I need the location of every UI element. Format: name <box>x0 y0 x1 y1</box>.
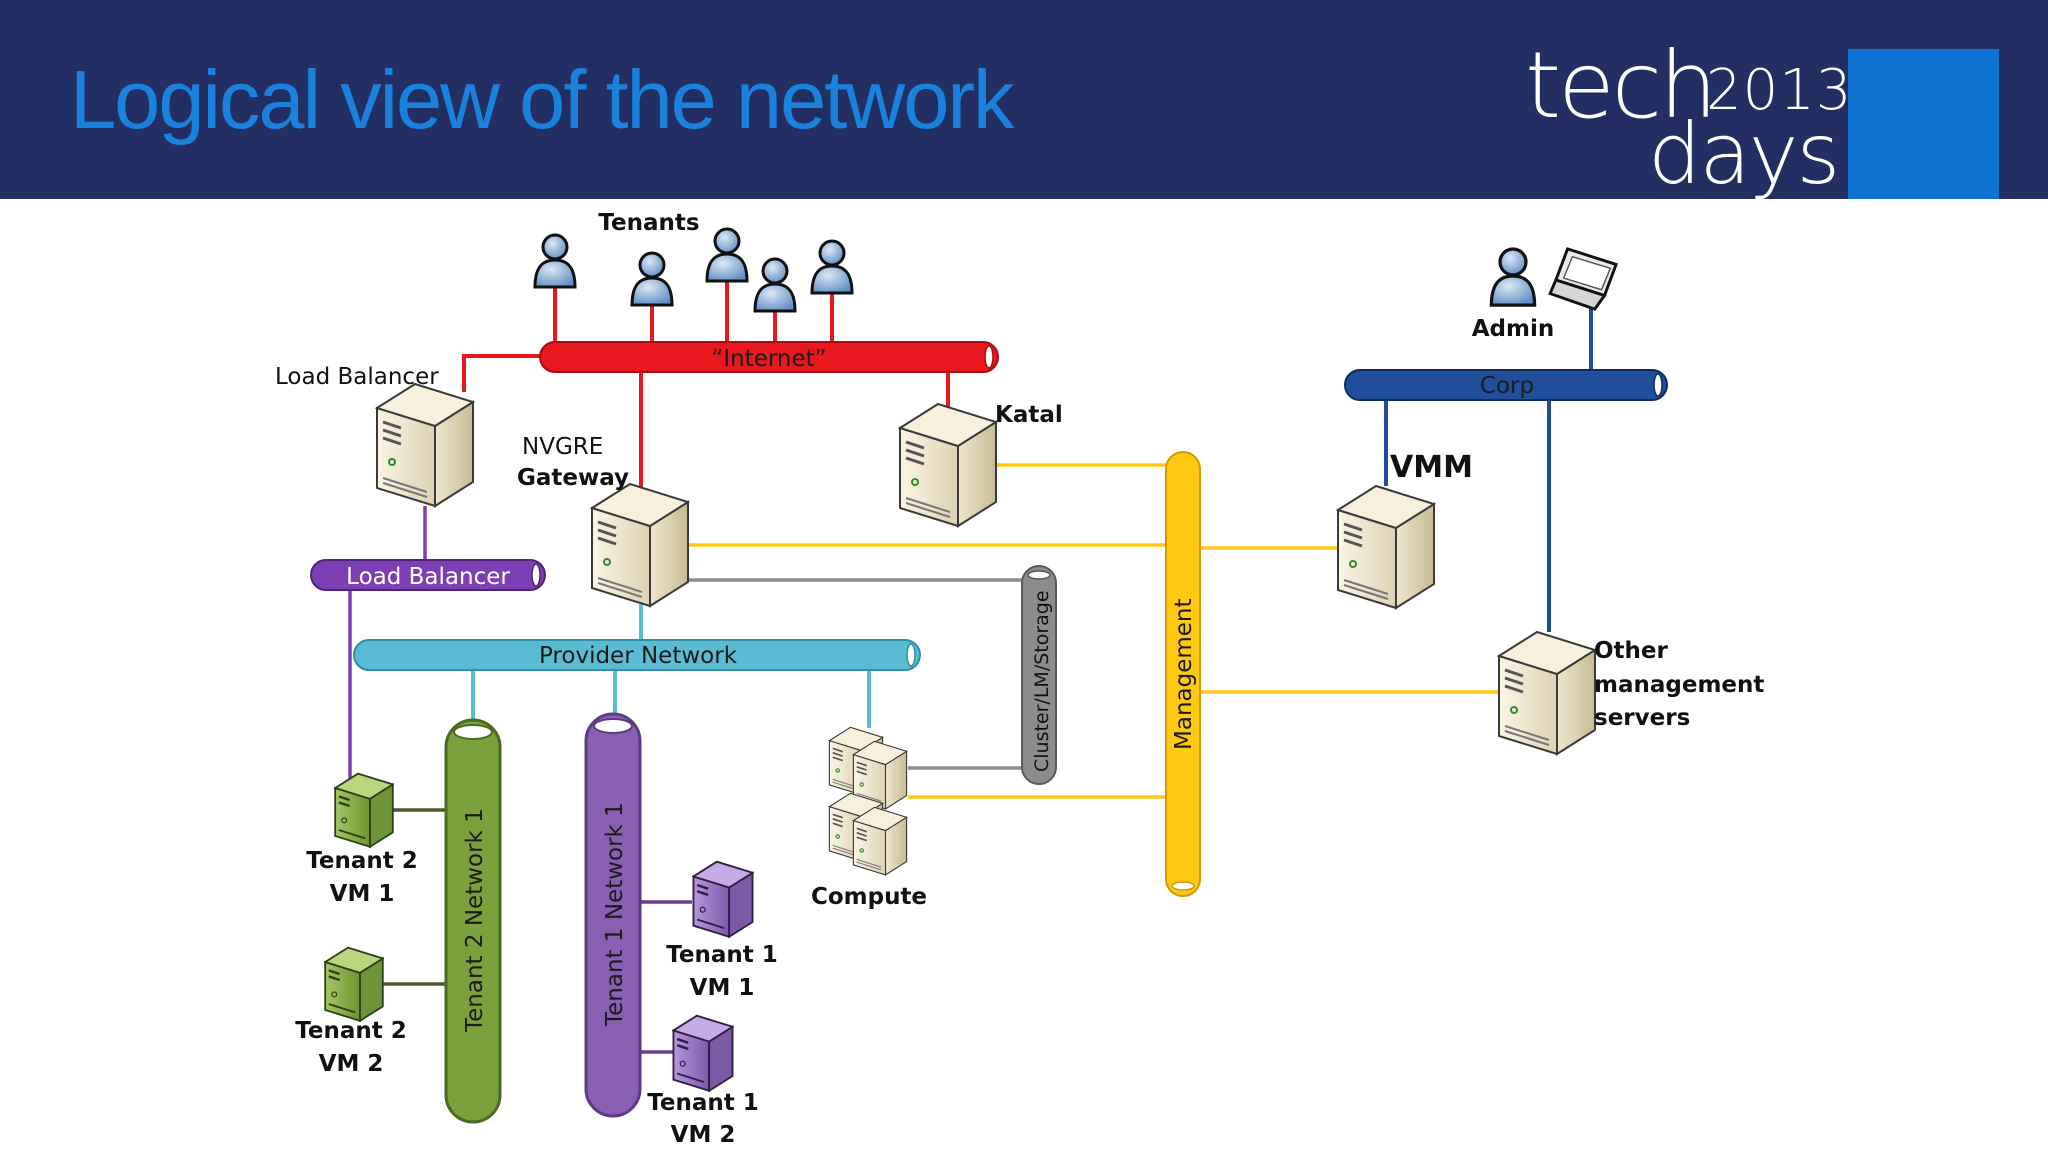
katal-label: Katal <box>995 402 1063 428</box>
management-links <box>686 463 1500 799</box>
tenant1-vm2-label-b: VM 2 <box>671 1122 736 1148</box>
other-management-servers: Other management servers <box>1497 630 1764 756</box>
internet-bus-label: “Internet” <box>711 346 826 372</box>
corp-bus: Corp <box>1344 369 1668 401</box>
tenant2-network-label: Tenant 2 Network 1 <box>462 808 488 1033</box>
tenants-group: Tenants <box>533 210 854 313</box>
load-balancer-server: Load Balancer <box>275 364 475 508</box>
tenant-links <box>382 808 692 1054</box>
tenant-person-icon <box>533 233 577 289</box>
tenant-person-icon <box>630 251 674 307</box>
katal-server: Katal <box>898 402 1063 528</box>
vm-purple-icon <box>692 860 754 938</box>
admin-person-icon <box>1489 247 1537 307</box>
vm-purple-icon <box>672 1014 734 1092</box>
brand-tech: tech <box>1525 32 1718 139</box>
tenant-person-icon <box>810 239 854 295</box>
tenant1-network-label: Tenant 1 Network 1 <box>602 802 628 1027</box>
brand-square <box>1848 49 1999 199</box>
internet-bus: “Internet” <box>539 341 999 373</box>
tenant1-vm1-label-a: Tenant 1 <box>666 942 778 968</box>
tenant2-vm2-label-b: VM 2 <box>319 1051 384 1077</box>
corp-bus-label: Corp <box>1480 373 1534 399</box>
tenant2-vm2: Tenant 2 VM 2 <box>295 946 407 1077</box>
tenant2-vm1-label-b: VM 1 <box>330 881 395 907</box>
tenant1-vm2-label-a: Tenant 1 <box>647 1090 759 1116</box>
vm-green-icon <box>334 772 394 848</box>
server-icon <box>898 402 998 528</box>
compute-label: Compute <box>811 884 927 910</box>
cluster-links <box>686 578 1022 770</box>
tenant1-vm1-label-b: VM 1 <box>690 975 755 1001</box>
provider-links <box>471 604 871 728</box>
server-icon <box>1336 484 1436 610</box>
admin-label: Admin <box>1472 316 1555 342</box>
tenant2-network-bus: Tenant 2 Network 1 <box>444 718 502 1124</box>
slide-title: Logical view of the network <box>70 53 1015 146</box>
lb-links <box>348 506 427 790</box>
management-bus: Management <box>1165 451 1201 897</box>
vmm-server: VMM <box>1336 450 1473 610</box>
nvgre-label: NVGRE <box>522 434 603 460</box>
vm-green-icon <box>324 946 384 1022</box>
nvgre-gateway-server: NVGRE Gateway <box>517 434 690 608</box>
server-icon <box>590 482 690 608</box>
corp-links <box>1384 300 1593 632</box>
load-balancer-bus: Load Balancer <box>310 559 546 591</box>
vmm-label: VMM <box>1390 450 1473 485</box>
load-balancer-bus-label: Load Balancer <box>346 564 510 590</box>
tenants-label: Tenants <box>598 210 699 236</box>
cluster-bus-label: Cluster/LM/Storage <box>1031 590 1053 772</box>
gateway-label: Gateway <box>517 465 629 491</box>
tenant-person-icon <box>705 227 749 283</box>
cluster-bus: Cluster/LM/Storage <box>1021 565 1057 785</box>
tenant1-vm1: Tenant 1 VM 1 <box>666 860 778 1001</box>
provider-network-label: Provider Network <box>539 643 738 669</box>
tenant1-network-bus: Tenant 1 Network 1 <box>584 712 642 1118</box>
admin-group: Admin <box>1472 247 1618 342</box>
server-icon <box>852 806 908 876</box>
server-icon <box>375 382 475 508</box>
compute-cluster: Compute <box>811 726 927 910</box>
other-mgmt-label-1: Other <box>1594 638 1669 664</box>
tenant2-vm1-label-a: Tenant 2 <box>306 848 418 874</box>
brand-year: 2013 <box>1706 58 1853 123</box>
header-bar <box>0 0 2048 199</box>
tenant1-vm2: Tenant 1 VM 2 <box>647 1014 759 1148</box>
tenant2-vm1: Tenant 2 VM 1 <box>306 772 418 907</box>
tenant-person-icon <box>753 257 797 313</box>
load-balancer-server-label: Load Balancer <box>275 364 439 390</box>
other-mgmt-label-2: management <box>1594 672 1764 698</box>
server-icon <box>1497 630 1597 756</box>
brand-days: days <box>1648 105 1840 203</box>
management-bus-label: Management <box>1171 598 1197 750</box>
other-mgmt-label-3: servers <box>1594 705 1690 731</box>
tenant2-vm2-label-a: Tenant 2 <box>295 1018 407 1044</box>
provider-network-bus: Provider Network <box>353 639 921 671</box>
laptop-icon <box>1548 247 1618 311</box>
